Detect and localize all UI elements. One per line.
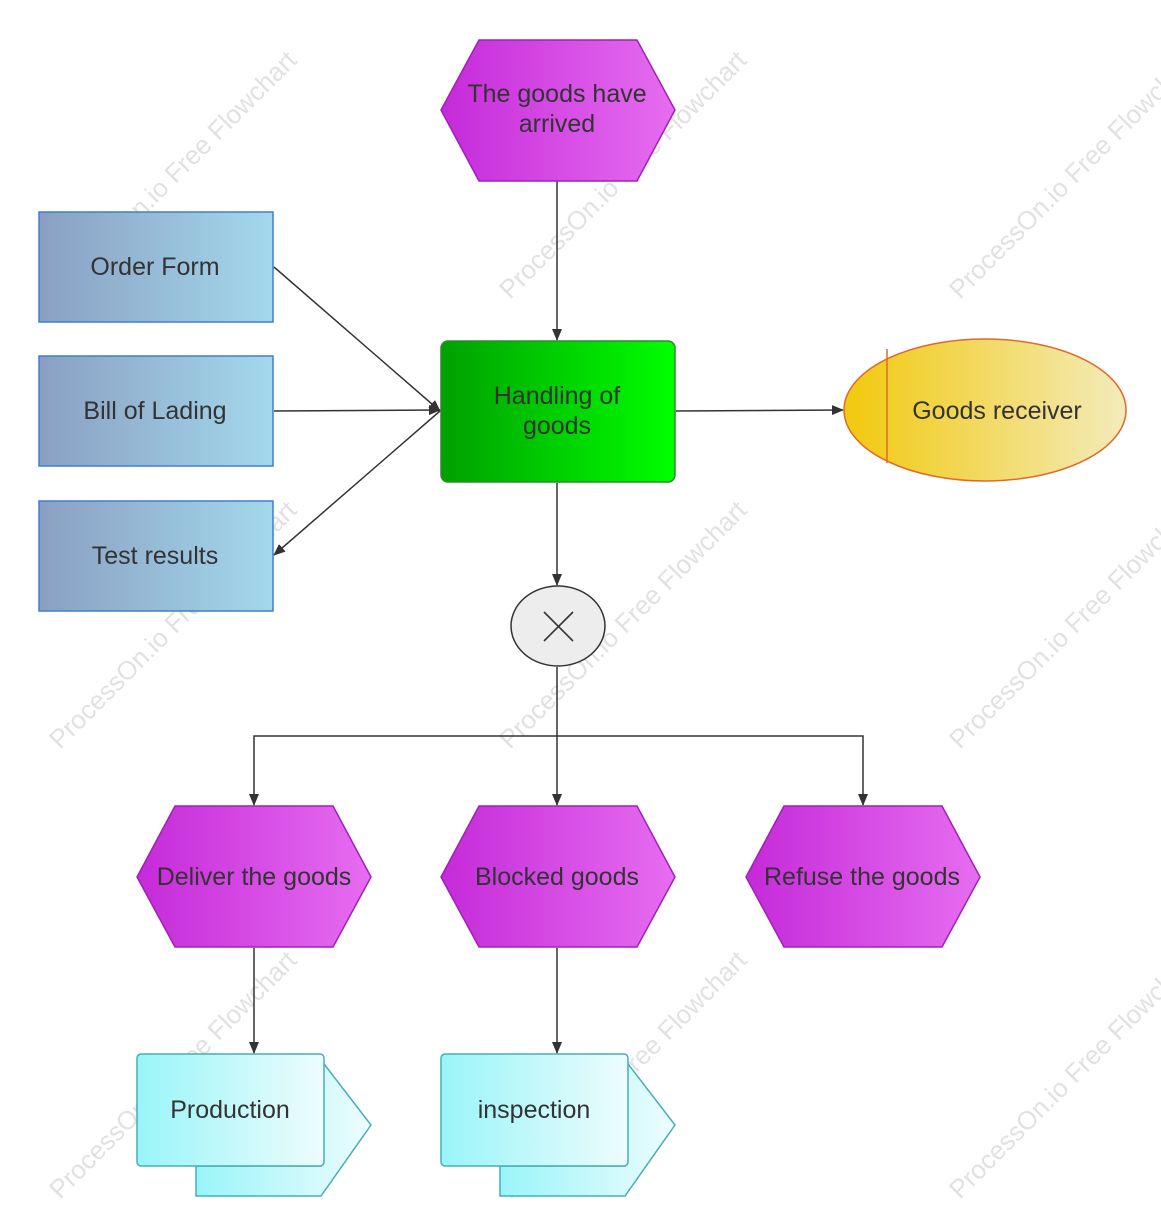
document-test-results[interactable]: Test results — [38, 500, 274, 612]
function-handling-of-goods[interactable]: Handling of goods — [440, 340, 676, 483]
event-label: Refuse the goods — [764, 863, 960, 891]
document-label: Test results — [92, 542, 218, 570]
event-deliver-the-goods[interactable]: Deliver the goods — [136, 805, 372, 948]
document-label: Bill of Lading — [83, 397, 226, 425]
document-bill-of-lading[interactable]: Bill of Lading — [38, 355, 274, 467]
org-unit-label: Goods receiver — [912, 397, 1082, 425]
event-label: Blocked goods — [475, 863, 639, 891]
connector-arrow — [249, 667, 558, 806]
watermark-text: ProcessOn.io Free Flowchart — [943, 494, 1161, 754]
connector-arrow — [273, 266, 441, 412]
process-label: inspection — [478, 1096, 591, 1124]
xor-cross-icon — [543, 611, 574, 642]
event-blocked-goods[interactable]: Blocked goods — [440, 805, 676, 948]
watermark-text: ProcessOn.io Free Flowchart — [943, 944, 1161, 1204]
watermark-text: ProcessOn.io Free Flowchart — [943, 44, 1161, 304]
document-label: Order Form — [90, 253, 219, 281]
function-label: Handling of — [494, 382, 621, 410]
xor-gateway[interactable] — [510, 585, 606, 667]
process-inspection[interactable]: inspection — [440, 1053, 676, 1197]
event-label: The goods have — [467, 80, 646, 108]
event-label: Deliver the goods — [157, 863, 352, 891]
connector-arrow — [557, 735, 868, 806]
function-label: goods — [523, 412, 591, 440]
event-refuse-the-goods[interactable]: Refuse the goods — [745, 805, 981, 948]
event-goods-arrived[interactable]: The goods have arrived — [440, 39, 676, 182]
process-label: Production — [170, 1096, 290, 1124]
connector-arrow — [273, 410, 441, 556]
connector-arrow — [273, 405, 441, 416]
event-label: arrived — [519, 110, 595, 138]
connector-arrow — [675, 405, 844, 416]
org-unit-goods-receiver[interactable]: Goods receiver — [843, 338, 1127, 482]
document-order-form[interactable]: Order Form — [38, 211, 274, 323]
connector-layer — [249, 181, 868, 1054]
process-production[interactable]: Production — [136, 1053, 372, 1197]
